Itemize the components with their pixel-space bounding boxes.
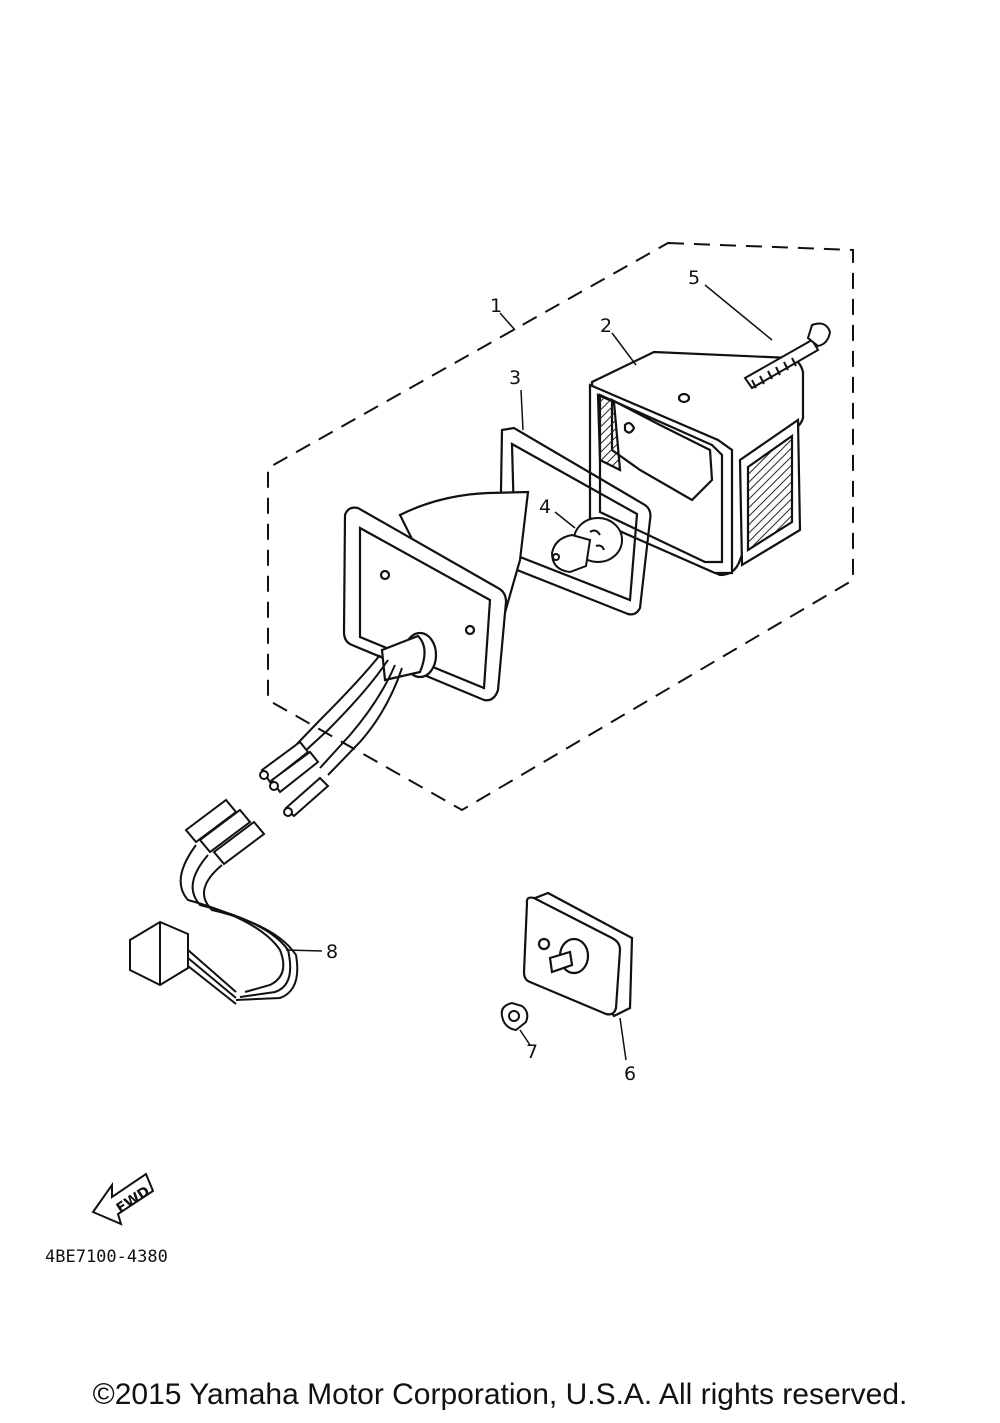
assembly-boundary	[267, 241, 854, 812]
diagram-code: 4BE7100-4380	[45, 1247, 168, 1267]
plate-lamp	[522, 891, 634, 1018]
bulb	[550, 517, 623, 574]
callout-4: 4	[539, 496, 551, 518]
callout-2: 2	[600, 315, 612, 337]
callout-3: 3	[509, 367, 521, 389]
callout-7: 7	[526, 1041, 538, 1063]
lens-housing	[588, 350, 805, 577]
screw	[743, 322, 832, 390]
copyright-notice: ©2015 Yamaha Motor Corporation, U.S.A. A…	[92, 1378, 908, 1411]
lamp-wires	[295, 654, 403, 776]
callout-5: 5	[688, 267, 700, 289]
nut	[500, 1001, 529, 1032]
leader-lines	[285, 284, 773, 1061]
callout-1: 1	[490, 295, 502, 317]
lamp-base	[342, 490, 530, 702]
lamp-terminals	[259, 740, 330, 818]
callout-8: 8	[326, 941, 338, 963]
wire-harness	[129, 798, 299, 1005]
callout-6: 6	[624, 1063, 636, 1085]
forward-arrow-icon: FWD	[91, 1172, 155, 1226]
